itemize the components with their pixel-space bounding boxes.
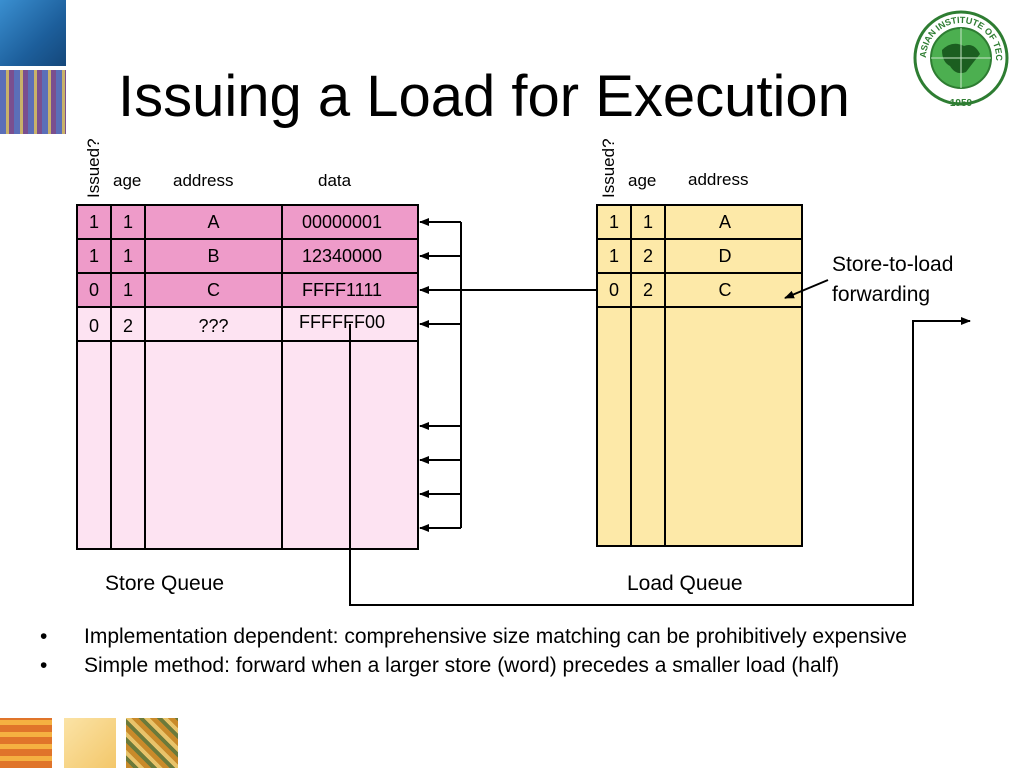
bullet-text: Simple method: forward when a larger sto… xyxy=(84,654,840,677)
forwarding-path xyxy=(349,317,971,606)
store-cell-issued: 1 xyxy=(88,246,99,266)
store-header-issued: Issued? xyxy=(84,138,103,198)
load-cell-issued: 0 xyxy=(608,280,619,300)
store-cell-data: 12340000 xyxy=(301,246,383,266)
store-header-age: age xyxy=(113,171,142,190)
store-queue-label: Store Queue xyxy=(105,572,225,595)
store-cell-data: 00000001 xyxy=(301,212,383,232)
store-header-address: address xyxy=(173,171,234,190)
bullet-item: • Simple method: forward when a larger s… xyxy=(40,653,1020,678)
load-cell-age: 2 xyxy=(642,246,653,266)
chip-image-left xyxy=(0,70,66,134)
logo-year: 1959 xyxy=(950,98,973,109)
load-cell-age: 1 xyxy=(642,212,653,232)
store-cell-issued: 1 xyxy=(88,212,99,232)
load-cell-age: 2 xyxy=(642,280,653,300)
compare-bus xyxy=(419,218,462,532)
store-cell-age: 1 xyxy=(122,246,133,266)
bullet-dot: • xyxy=(40,625,48,648)
annotation-pointer xyxy=(784,279,829,299)
store-cell-age: 2 xyxy=(122,316,133,336)
load-cell-address: D xyxy=(718,246,732,266)
store-cell-data: FFFFFF00 xyxy=(299,312,385,332)
chip-image-bottom-3 xyxy=(126,718,178,768)
bullet-list: • Implementation dependent: comprehensiv… xyxy=(40,624,1020,682)
store-cell-data: FFFF1111 xyxy=(301,280,382,300)
store-header-data: data xyxy=(318,171,352,190)
bullet-dot: • xyxy=(40,654,48,677)
bullet-text: Implementation dependent: comprehensive … xyxy=(84,625,907,648)
load-header-address: address xyxy=(688,170,749,189)
load-header-age: age xyxy=(628,171,657,190)
store-cell-issued: 0 xyxy=(88,316,99,336)
store-cell-address: B xyxy=(207,246,220,266)
load-queue-table xyxy=(596,204,803,547)
store-cell-issued: 0 xyxy=(88,280,99,300)
ait-logo: ASIAN INSTITUTE OF TECHNOLOGY 1959 xyxy=(912,2,1009,109)
chip-image-bottom-2 xyxy=(64,718,116,768)
store-cell-age: 1 xyxy=(122,212,133,232)
annotation-line-2: forwarding xyxy=(832,283,931,306)
store-queue-table xyxy=(76,204,419,550)
slide-title: Issuing a Load for Execution xyxy=(118,64,850,129)
store-cell-age: 1 xyxy=(122,280,133,300)
chip-image-bottom-1 xyxy=(0,718,52,768)
store-cell-address: A xyxy=(207,212,220,232)
store-cell-address: ??? xyxy=(198,316,229,336)
bullet-item: • Implementation dependent: comprehensiv… xyxy=(40,624,1020,649)
load-cell-address: A xyxy=(718,212,731,232)
load-header-issued: Issued? xyxy=(599,138,618,198)
load-queue-label: Load Queue xyxy=(627,572,743,595)
chip-image-top-left xyxy=(0,0,66,66)
store-cell-address: C xyxy=(207,280,220,300)
annotation-line-1: Store-to-load xyxy=(832,253,954,276)
load-cell-address: C xyxy=(718,280,732,300)
load-cell-issued: 1 xyxy=(608,212,619,232)
load-cell-issued: 1 xyxy=(608,246,619,266)
